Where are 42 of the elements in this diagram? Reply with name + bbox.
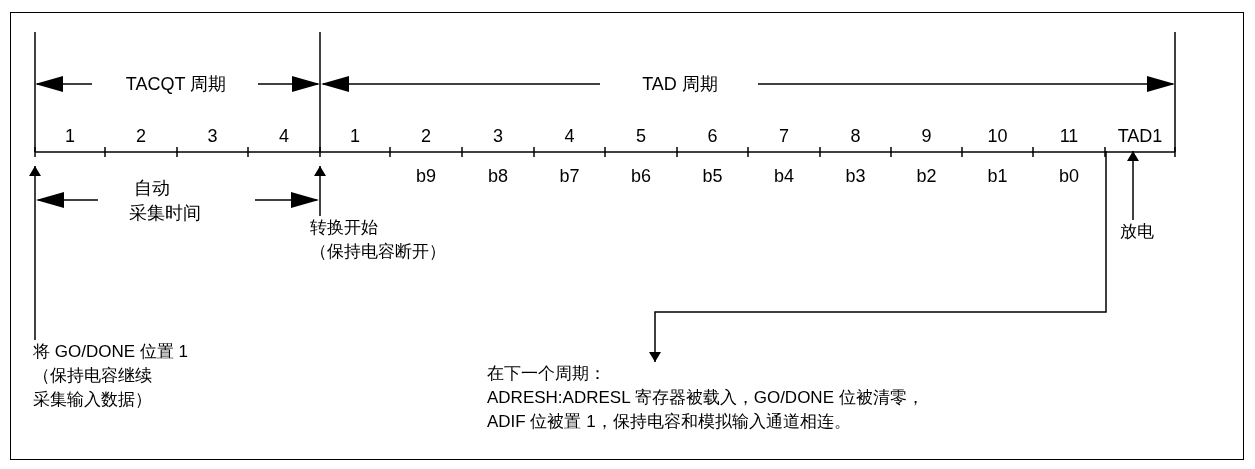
cycle-number: 1 — [350, 126, 360, 146]
cycle-number: 5 — [636, 126, 646, 146]
annotation-text: （保持电容继续采集输入数据） — [33, 365, 153, 411]
bit-label: b5 — [702, 166, 723, 186]
leader-arrow — [649, 150, 1107, 363]
annotation-text: 转换开始 — [310, 217, 379, 239]
leader-arrow — [314, 165, 326, 217]
bit-label: b2 — [916, 166, 937, 186]
cycle-number: 11 — [1059, 126, 1079, 146]
annotation-text: （保持电容断开） — [310, 241, 446, 263]
period-label: TACQT 周期 — [125, 74, 227, 94]
cycle-number: 2 — [136, 126, 146, 146]
period-label: TAD 周期 — [642, 74, 718, 94]
annotation-text: 放电 — [1120, 221, 1154, 243]
span-label: 采集时间 — [129, 203, 201, 223]
cycle-number: 2 — [421, 126, 431, 146]
cycle-number: 4 — [564, 126, 575, 146]
annotation-text: 将 GO/DONE 位置 1 — [33, 341, 188, 363]
annotation-text: ADRESH:ADRESL 寄存器被载入，GO/DONE 位被清零， — [487, 387, 924, 409]
bit-label: b8 — [488, 166, 508, 186]
cycle-number: 1 — [65, 126, 75, 146]
bit-label: b4 — [774, 166, 794, 186]
cycle-number: 9 — [921, 126, 932, 146]
annotation-text: ADIF 位被置 1，保持电容和模拟输入通道相连。 — [487, 411, 852, 433]
cycle-number: 10 — [987, 126, 1008, 146]
cycle-number: 4 — [279, 126, 289, 146]
bit-label: b9 — [416, 166, 436, 186]
bit-label: b3 — [845, 166, 866, 186]
cycle-number: 3 — [493, 126, 503, 146]
cycle-number: 6 — [707, 126, 718, 146]
bit-label: b0 — [1059, 166, 1079, 186]
leader-arrow — [29, 165, 41, 341]
bit-label: b7 — [559, 166, 580, 186]
annotation-text: TAD1 — [1116, 126, 1164, 146]
bit-label: b6 — [631, 166, 651, 186]
cycle-number: 3 — [207, 126, 218, 146]
span-label: 自动 — [134, 178, 170, 198]
bit-label: b1 — [987, 166, 1008, 186]
cycle-number: 8 — [850, 126, 861, 146]
annotation-text: 在下一个周期： — [487, 363, 607, 385]
cycle-number: 7 — [779, 126, 789, 146]
leader-arrow — [1127, 150, 1139, 221]
